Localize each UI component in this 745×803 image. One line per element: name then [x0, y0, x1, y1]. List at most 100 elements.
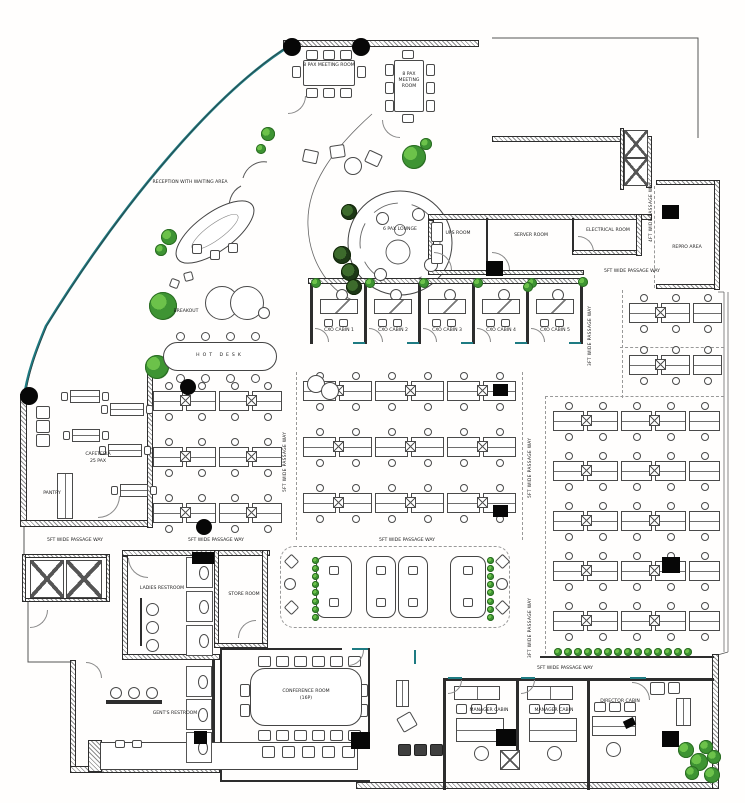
sink	[146, 603, 159, 616]
workstation-desk	[375, 437, 408, 457]
storage-unit	[655, 307, 666, 318]
workstation-desk	[252, 447, 282, 467]
chair	[111, 486, 118, 495]
chair	[633, 552, 641, 560]
chair	[316, 484, 324, 492]
cabin-desk	[482, 299, 520, 314]
planter-plant	[486, 564, 494, 572]
workstation-desk	[553, 461, 584, 481]
storage-unit	[581, 615, 592, 626]
wall	[580, 284, 583, 344]
elevator-shaft	[624, 130, 648, 158]
chair	[701, 533, 709, 541]
director-cabin-label: DIRECTOR CABIN	[600, 699, 640, 704]
workstation-desk	[689, 561, 720, 581]
column	[662, 557, 680, 573]
passage-label-vertical: 5FT WIDE PASSAGE WAY	[528, 437, 533, 498]
storage-unit	[333, 441, 344, 452]
workstation-desk	[483, 437, 516, 457]
workstation-desk	[153, 503, 183, 523]
column	[496, 729, 516, 746]
workstation-desk	[375, 381, 408, 401]
guest-chair	[486, 704, 497, 714]
chair	[496, 403, 504, 411]
workstation-desk	[621, 461, 652, 481]
workstation-desk	[447, 493, 480, 513]
guest-chair	[393, 319, 402, 327]
chair	[565, 402, 573, 410]
plant	[685, 766, 699, 780]
chair	[323, 88, 335, 98]
chair	[672, 346, 680, 354]
guest-chair	[544, 704, 555, 714]
wall	[212, 660, 215, 770]
planter-plant	[311, 605, 319, 613]
breakout-stool	[258, 307, 270, 319]
wall	[526, 284, 529, 344]
passage-label-vertical: 3FT WIDE PASSAGE WAY	[528, 597, 533, 658]
planter-plant	[311, 613, 319, 621]
cafeteria-table	[108, 444, 142, 457]
chair	[164, 469, 173, 477]
chair	[306, 88, 318, 98]
cabinet	[396, 680, 409, 707]
gents-restroom-label: GENT'S RESTROOM	[152, 711, 198, 716]
chair	[701, 552, 709, 560]
executive-chair	[606, 742, 621, 757]
chair	[230, 494, 239, 502]
chair	[263, 413, 272, 421]
storage-unit	[649, 515, 660, 526]
chair	[667, 502, 675, 510]
guest-chair	[324, 319, 333, 327]
workstation-desk	[629, 355, 658, 375]
chair	[316, 515, 324, 523]
plant	[419, 278, 429, 288]
planter-plant	[634, 648, 642, 656]
column	[351, 732, 370, 749]
waiting-chair	[398, 744, 411, 756]
column	[493, 505, 508, 517]
chair	[230, 382, 239, 390]
wall-hatched	[122, 556, 128, 660]
chair	[376, 598, 386, 607]
chair	[282, 746, 295, 758]
cafeteria-table	[110, 403, 144, 416]
chair	[460, 484, 468, 492]
chair	[496, 428, 504, 436]
elevator-shaft	[500, 750, 520, 770]
cafeteria-table	[72, 429, 100, 442]
workstation-desk	[219, 391, 249, 411]
chair	[201, 332, 210, 341]
planter-plant	[311, 556, 319, 564]
chair	[402, 50, 414, 59]
cxo-cabin-2-label: CXO CABIN 2	[378, 328, 408, 333]
chair	[496, 484, 504, 492]
storage-unit	[581, 465, 592, 476]
chair	[101, 405, 108, 414]
storage-unit	[405, 441, 416, 452]
guest-chair	[609, 702, 621, 712]
column	[180, 379, 196, 395]
meeting-table	[394, 60, 424, 112]
chair	[565, 552, 573, 560]
reception-stool	[192, 244, 202, 254]
workstation-desk	[339, 381, 372, 401]
chair	[312, 656, 325, 667]
workstation-desk	[219, 447, 249, 467]
chair	[146, 405, 153, 414]
chair	[197, 382, 206, 390]
elevator-shaft	[30, 560, 64, 598]
chair	[388, 403, 396, 411]
wall	[220, 780, 370, 782]
wall-hatched	[620, 128, 624, 190]
planter-plant	[624, 648, 632, 656]
chair	[258, 656, 271, 667]
server-room-label: SERVER ROOM	[514, 233, 548, 238]
meeting-room-b-label: 8 PAX MEETING ROOM	[398, 72, 420, 89]
chair	[263, 438, 272, 446]
wall	[364, 284, 367, 344]
chair	[667, 583, 675, 591]
chair	[385, 82, 394, 94]
plant	[678, 742, 694, 758]
workstation-desk	[303, 493, 336, 513]
